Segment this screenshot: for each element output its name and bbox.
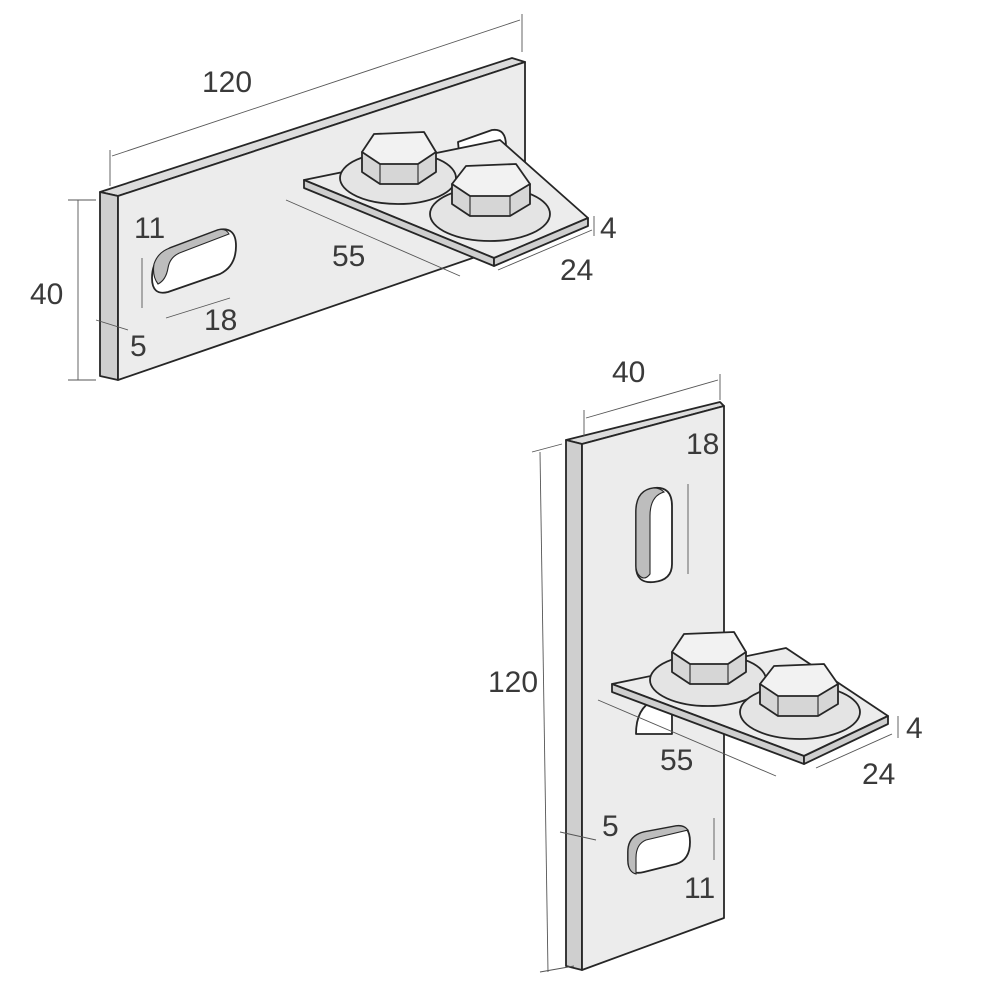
dimension-lines: [531, 374, 899, 973]
hex-bolt: [759, 663, 839, 717]
hex-bolt: [451, 163, 531, 217]
hex-bolt: [361, 131, 437, 185]
arm-length-label: 55: [332, 240, 365, 273]
thickness-label: 5: [130, 330, 147, 363]
slot: [627, 824, 691, 875]
thickness-label: 5: [602, 810, 619, 843]
bracket-vertical: 40 120 18 5 11 55 24 4: [488, 356, 923, 973]
arm-thickness-label: 4: [600, 212, 617, 245]
arm-width-label: 24: [862, 758, 895, 791]
dimension-lines: [68, 14, 595, 381]
slot-width-label: 11: [134, 212, 165, 245]
arm-length-label: 55: [660, 744, 693, 777]
width-label: 40: [612, 356, 645, 389]
height-label: 40: [30, 278, 63, 311]
arm-thickness-label: 4: [906, 712, 923, 745]
slot-length-label: 18: [686, 428, 719, 461]
slot-length-label: 18: [204, 304, 237, 337]
hex-bolt: [671, 631, 747, 685]
length-label: 120: [488, 666, 538, 699]
slot: [151, 228, 237, 294]
arm-width-label: 24: [560, 254, 593, 287]
slot: [635, 486, 673, 584]
slot-width-label: 11: [684, 872, 715, 905]
bracket-horizontal: 120 40 5 11 18 55 24 4: [30, 14, 617, 381]
length-label: 120: [202, 66, 252, 99]
